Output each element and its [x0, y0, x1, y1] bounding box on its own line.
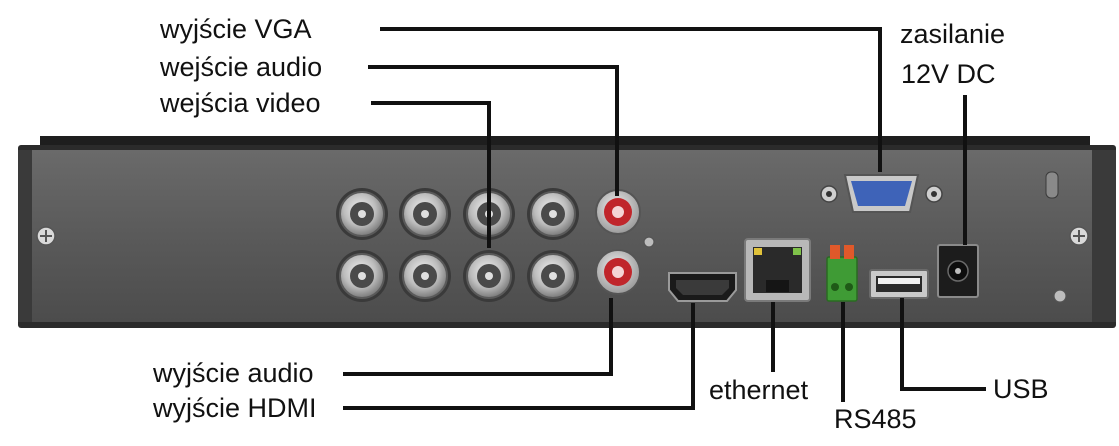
right-mounting-ear — [1092, 150, 1116, 322]
screw-right — [1069, 226, 1089, 246]
bnc-video-input-5 — [336, 250, 388, 302]
leader-video-inputs — [371, 101, 491, 248]
label-ethernet: ethernet — [709, 375, 809, 405]
bnc-video-input-1 — [336, 188, 388, 240]
ethernet-led-left — [754, 248, 762, 255]
leader-audio-input — [368, 65, 619, 196]
rs485-terminal — [826, 245, 858, 302]
label-audio-input: wejście audio — [160, 52, 323, 82]
label-usb: USB — [993, 374, 1049, 404]
hdmi-port — [668, 272, 737, 302]
vga-port — [820, 174, 943, 213]
screw-left — [36, 226, 56, 246]
ethernet-port — [744, 238, 811, 302]
panel-latch — [1045, 171, 1059, 199]
dc-power-jack — [937, 244, 979, 298]
bnc-video-input-4 — [527, 188, 579, 240]
left-mounting-ear — [18, 150, 32, 322]
bnc-video-input-8 — [527, 250, 579, 302]
bnc-video-input-2 — [399, 188, 451, 240]
ethernet-led-right — [793, 248, 801, 255]
leader-hdmi-output — [343, 303, 695, 410]
leader-audio-output — [343, 298, 613, 376]
label-hdmi-output: wyjście HDMI — [153, 393, 317, 423]
label-video-inputs: wejścia video — [160, 88, 321, 118]
label-audio-output: wyjście audio — [153, 358, 314, 388]
usb-port — [869, 269, 929, 299]
rca-audio-input — [595, 189, 641, 235]
rca-audio-output — [595, 249, 641, 295]
label-vga-output: wyjście VGA — [160, 14, 312, 44]
label-power-spec: 12V DC — [901, 59, 996, 89]
leader-vga-output — [380, 27, 882, 172]
bnc-video-input-6 — [399, 250, 451, 302]
label-power: zasilanie — [900, 19, 1006, 49]
leader-usb — [900, 298, 986, 391]
ground-screw — [643, 236, 1067, 303]
bnc-video-input-7 — [463, 250, 515, 302]
label-rs485: RS485 — [834, 404, 917, 434]
